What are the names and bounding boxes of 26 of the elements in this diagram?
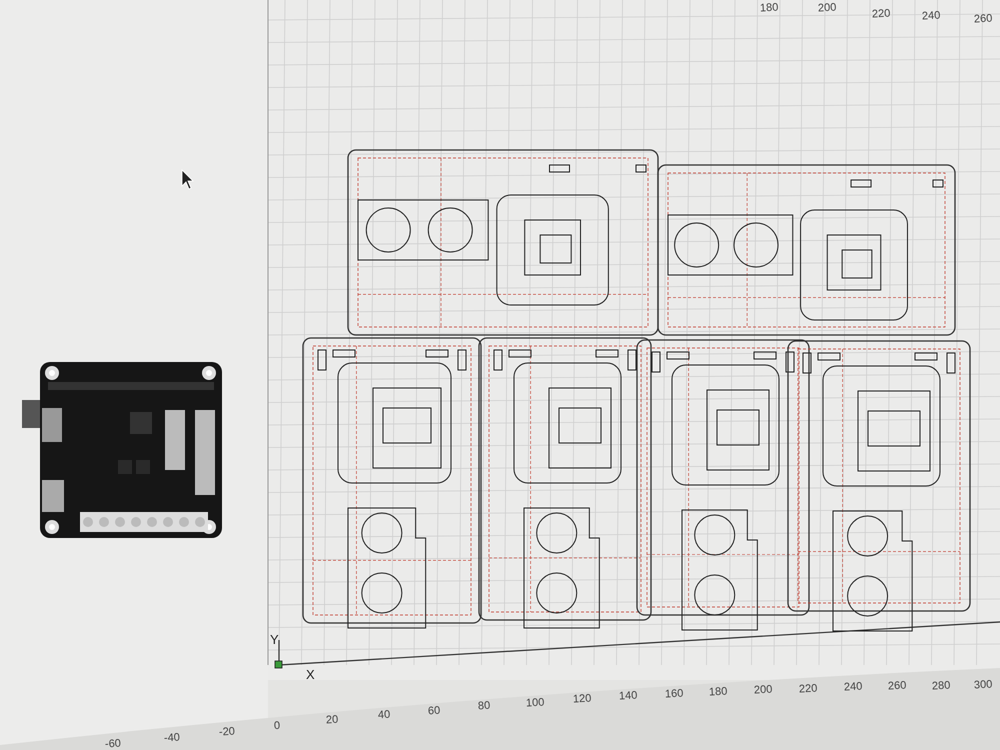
ruler-tick-label: 300 xyxy=(974,678,993,692)
ruler-tick-label: 260 xyxy=(888,680,907,692)
ruler-tick-label: 280 xyxy=(932,680,951,692)
ruler-tick-label: 160 xyxy=(664,688,684,700)
ruler-tick-label: 80 xyxy=(478,700,491,712)
ruler-tick-label: 240 xyxy=(844,680,863,694)
ruler-tick-label: 200 xyxy=(818,2,837,14)
ruler-tick-label: 220 xyxy=(872,8,891,20)
ruler-tick-label: 100 xyxy=(526,696,545,710)
ruler-tick-label: 0 xyxy=(274,720,280,732)
ruler-tick-label: 220 xyxy=(798,682,818,696)
ruler-tick-label: 260 xyxy=(974,12,993,26)
ruler-tick-label: 20 xyxy=(326,714,339,726)
ruler-tick-label: 120 xyxy=(572,692,592,706)
ruler-tick-label: -60 xyxy=(104,738,122,750)
ruler-tick-label: -40 xyxy=(164,732,180,744)
ruler-tick-label: 140 xyxy=(618,690,638,702)
ruler-tick-label: 180 xyxy=(708,686,728,698)
ruler-tick-label: 40 xyxy=(378,708,391,722)
ruler-tick-label: 200 xyxy=(754,684,773,696)
ruler-tick-label: 180 xyxy=(760,2,779,14)
ruler-tick-label: 240 xyxy=(922,10,941,22)
axis-label: X xyxy=(306,667,315,682)
ruler-tick-label: 60 xyxy=(428,704,441,718)
ruler-tick-label: -20 xyxy=(218,726,236,738)
axis-label: Y xyxy=(270,632,279,647)
